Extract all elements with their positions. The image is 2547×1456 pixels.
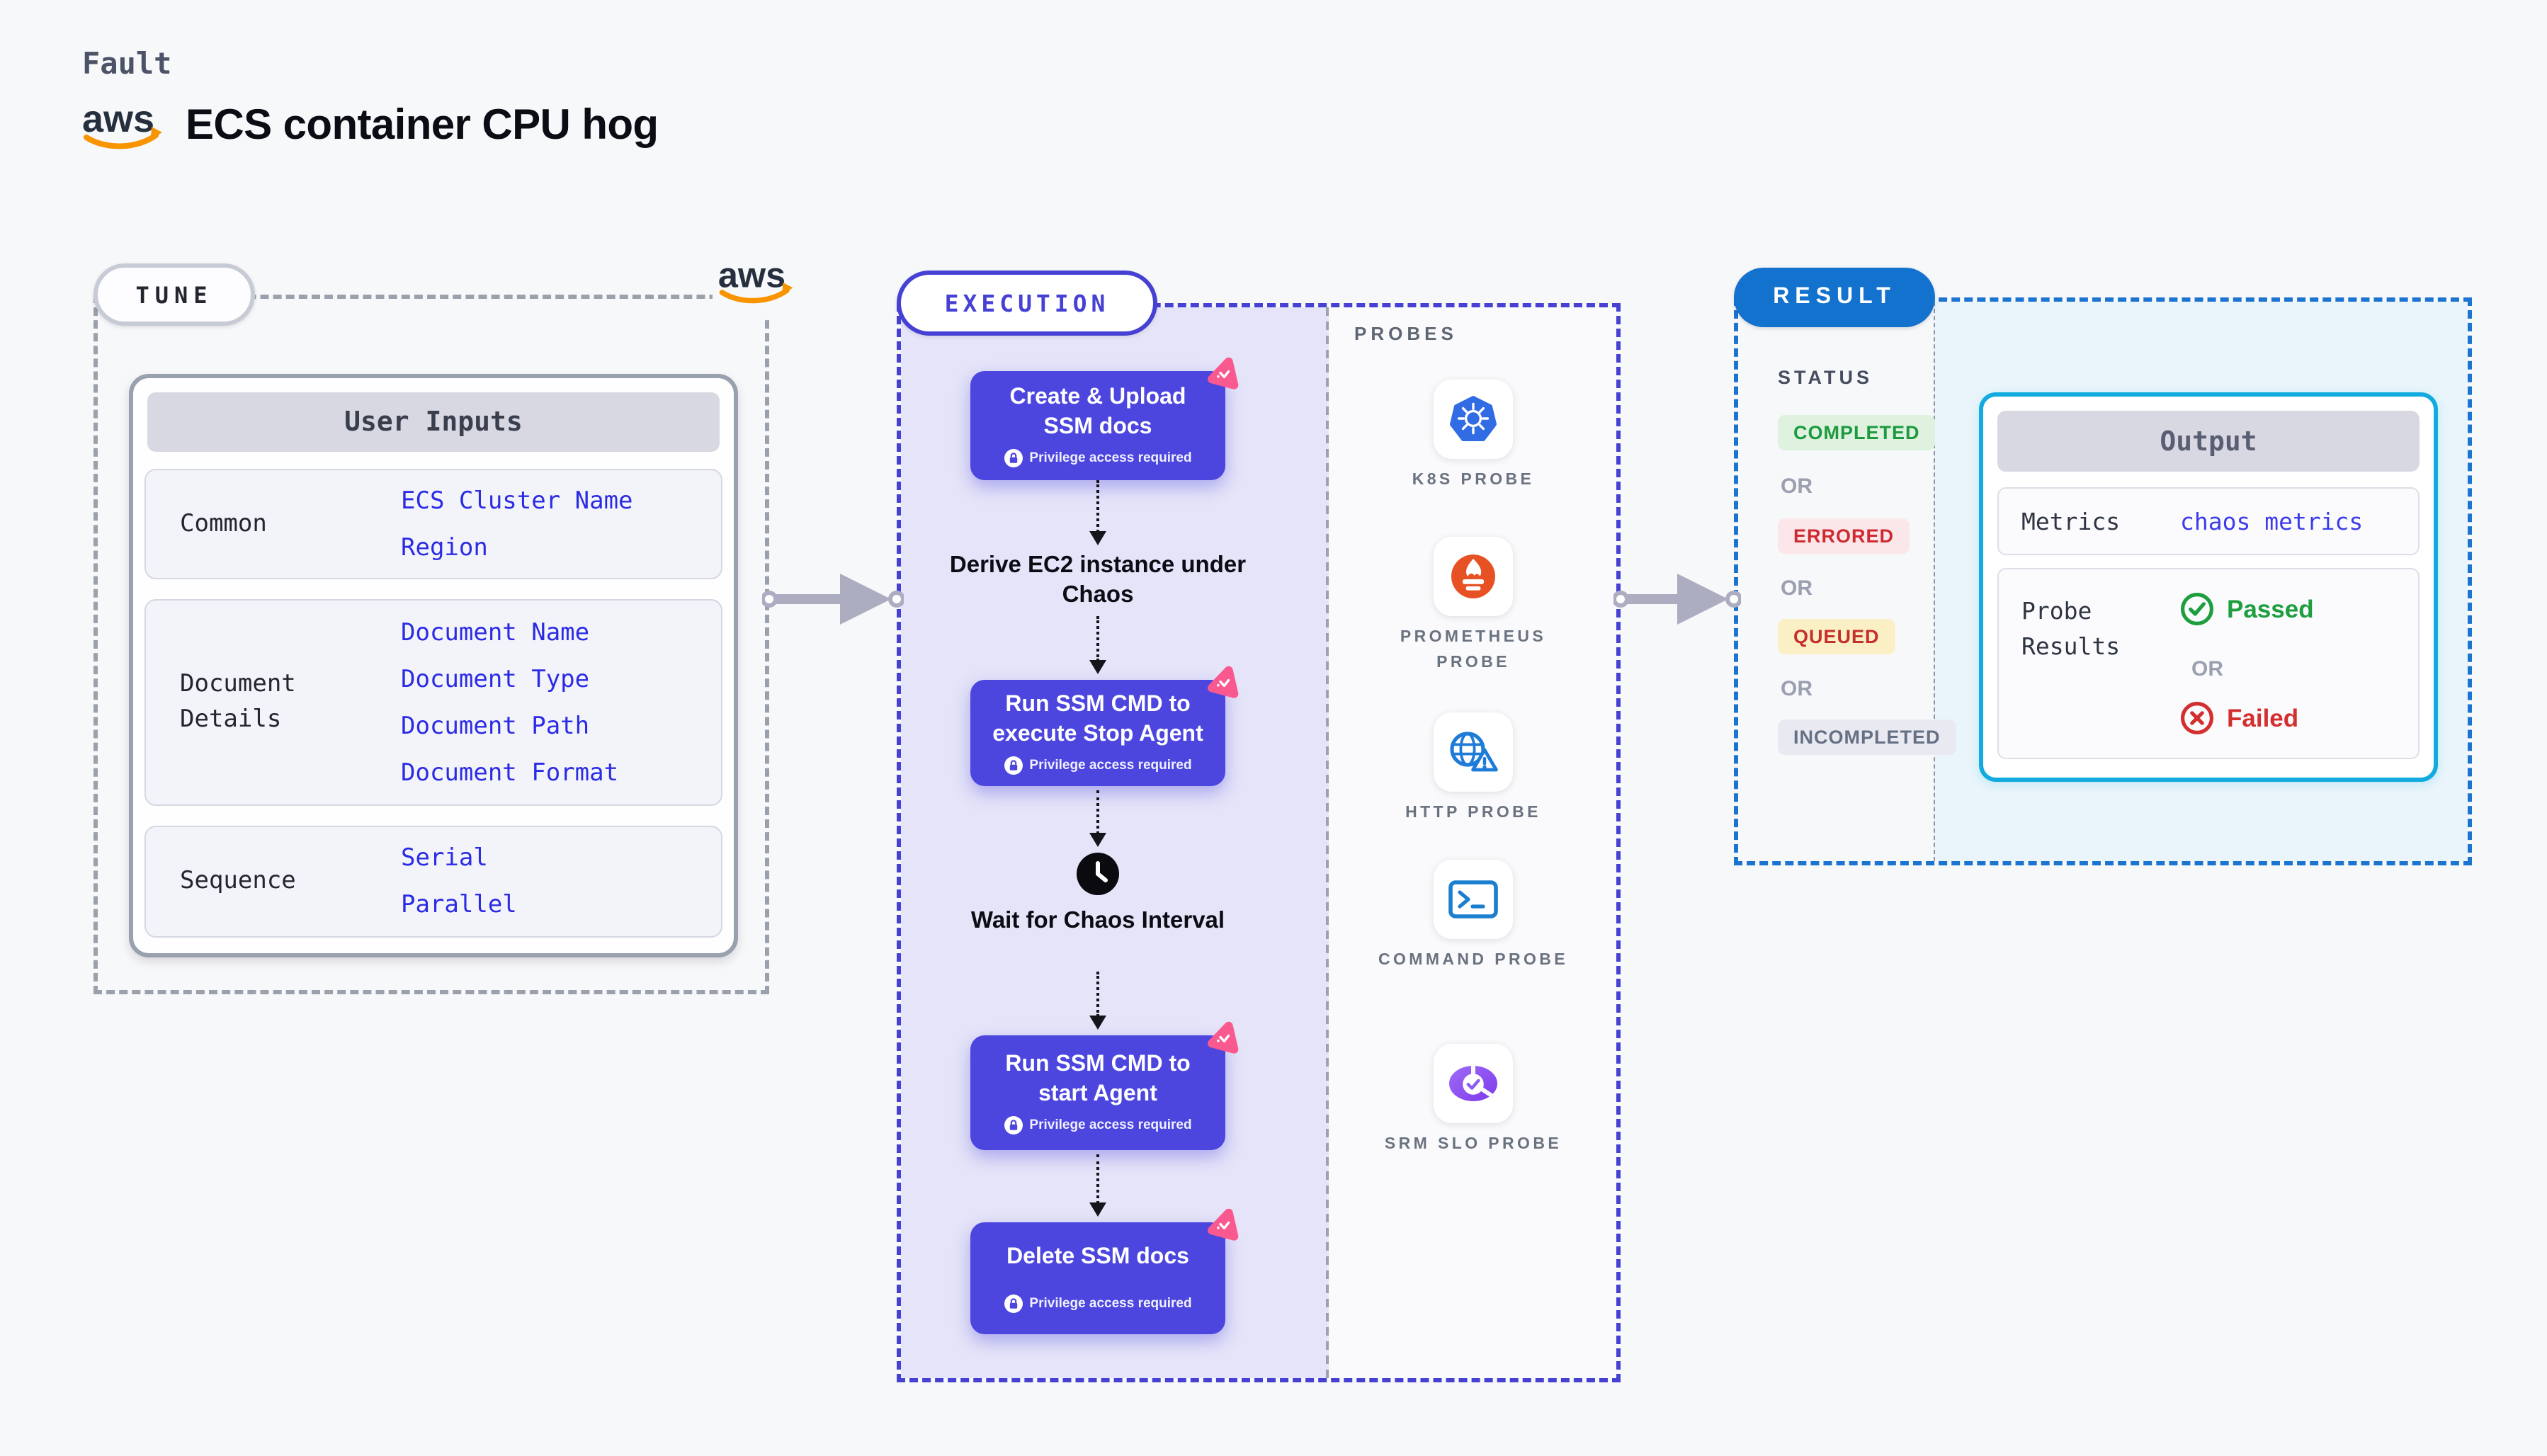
privilege-note: Privilege access required: [1004, 1294, 1192, 1313]
x-circle-icon: [2181, 702, 2213, 734]
page-title: ECS container CPU hog: [186, 102, 659, 149]
chaos-icon: [1204, 1018, 1243, 1057]
step-title: Run SSM CMD to execute Stop Agent: [992, 693, 1203, 746]
probe-http: HTTP PROBE: [1374, 712, 1572, 827]
probe-srm-slo: SRM SLO PROBE: [1374, 1044, 1572, 1159]
probe-k8s: K8S PROBE: [1374, 380, 1572, 494]
probe-result-failed: Failed: [2180, 701, 2298, 735]
metrics-row: Metrics chaos metrics: [1997, 487, 2420, 555]
probe-results-label: Probe Results: [2021, 598, 2121, 660]
result-badge: RESULT: [1734, 268, 1935, 327]
prometheus-icon: [1434, 537, 1513, 616]
status-badge-incompleted: INCOMPLETED: [1778, 720, 1956, 755]
step-create-upload-ssm-docs: Create & Upload SSM docs Privilege acces…: [970, 371, 1225, 480]
step-title: Create & Upload SSM docs: [1009, 385, 1186, 438]
execution-flow-column: Create & Upload SSM docs Privilege acces…: [901, 307, 1329, 1378]
or-separator: OR: [1781, 474, 1813, 499]
privilege-note: Privilege access required: [1004, 448, 1192, 467]
lock-icon: [1004, 448, 1023, 467]
step-wait-chaos-label: Wait for Chaos Interval: [970, 908, 1225, 933]
row-label: Sequence: [180, 867, 296, 896]
user-inputs-table: User Inputs Common ECS Cluster Name Regi…: [129, 374, 738, 957]
probe-command: COMMAND PROBE: [1374, 860, 1572, 974]
tune-to-execution-arrow: [762, 574, 904, 625]
user-inputs-header: User Inputs: [147, 392, 720, 452]
chaos-icon: [1204, 1205, 1243, 1244]
input-value: Region: [401, 533, 488, 562]
input-value: Parallel: [401, 891, 517, 919]
privilege-note: Privilege access required: [1004, 1115, 1192, 1134]
input-value: Document Type: [401, 665, 590, 693]
lock-icon: [1004, 1115, 1023, 1134]
aws-icon: [713, 255, 800, 316]
probe-label: PROMETHEUS PROBE: [1400, 629, 1547, 671]
output-card: Output Metrics chaos metrics Probe Resul…: [1979, 392, 2438, 782]
slo-gauge-icon: [1434, 1044, 1513, 1123]
page-header: ECS container CPU hog: [81, 99, 659, 153]
probe-label: K8S PROBE: [1412, 472, 1535, 489]
step-run-ssm-stop-agent: Run SSM CMD to execute Stop Agent Privil…: [970, 680, 1225, 786]
terminal-icon: [1434, 860, 1513, 939]
step-delete-ssm-docs: Delete SSM docs Privilege access require…: [970, 1222, 1225, 1334]
kubernetes-icon: [1434, 380, 1513, 459]
execution-badge: EXECUTION: [897, 271, 1157, 336]
chaos-icon: [1204, 354, 1243, 393]
step-derive-ec2-label: Derive EC2 instance under Chaos: [949, 552, 1247, 608]
lock-icon: [1004, 756, 1023, 775]
input-value: Document Format: [401, 758, 619, 787]
row-label: Common: [180, 509, 267, 538]
table-row-document-details: Document Details Document Name Document …: [144, 599, 722, 806]
status-badge-errored: ERRORED: [1778, 518, 1910, 554]
probe-results-row: Probe Results Passed OR Failed: [1997, 568, 2420, 759]
execution-section: EXECUTION Create & Upload SSM docs Privi…: [897, 271, 1621, 1382]
output-header: Output: [1997, 411, 2420, 472]
lock-icon: [1004, 1294, 1023, 1313]
input-value: Document Name: [401, 618, 590, 647]
metrics-label: Metrics: [2021, 508, 2121, 535]
input-value: Document Path: [401, 712, 590, 740]
privilege-note: Privilege access required: [1004, 756, 1192, 775]
probe-label: SRM SLO PROBE: [1384, 1136, 1562, 1153]
table-row-common: Common ECS Cluster Name Region: [144, 469, 722, 579]
chaos-icon: [1204, 663, 1243, 702]
check-circle-icon: [2181, 593, 2213, 625]
clock-icon: [1075, 851, 1121, 897]
status-badge-queued: QUEUED: [1778, 619, 1895, 654]
status-heading: STATUS: [1778, 367, 1873, 388]
aws-logo-icon: [81, 99, 166, 153]
table-row-sequence: Sequence Serial Parallel: [144, 826, 722, 938]
or-separator: OR: [1781, 677, 1813, 701]
step-title: Run SSM CMD to start Agent: [1005, 1052, 1191, 1105]
tune-section: TUNE User Inputs Common ECS Cluster Name…: [93, 295, 800, 994]
result-section: RESULT STATUS COMPLETED OR ERRORED OR QU…: [1734, 268, 2472, 865]
probe-label: COMMAND PROBE: [1378, 952, 1568, 969]
probe-label: HTTP PROBE: [1405, 804, 1541, 821]
step-title: Delete SSM docs: [1006, 1245, 1189, 1270]
probes-heading: PROBES: [1354, 323, 1458, 344]
input-value: Serial: [401, 844, 488, 872]
status-badge-completed: COMPLETED: [1778, 415, 1936, 450]
probe-result-passed: Passed: [2180, 592, 2314, 626]
tune-badge: TUNE: [93, 263, 255, 326]
metrics-value: chaos metrics: [2180, 508, 2364, 535]
input-value: ECS Cluster Name: [401, 487, 633, 515]
probe-prometheus: PROMETHEUS PROBE: [1374, 537, 1572, 676]
or-separator: OR: [1781, 576, 1813, 601]
probes-column: PROBES K8S PROBE: [1329, 307, 1616, 1378]
or-separator: OR: [2191, 657, 2223, 681]
step-run-ssm-start-agent: Run SSM CMD to start Agent Privilege acc…: [970, 1035, 1225, 1150]
globe-warning-icon: [1434, 712, 1513, 792]
fault-kicker: Fault: [82, 47, 172, 81]
row-label: Document Details: [180, 670, 296, 734]
execution-to-result-arrow: [1613, 574, 1741, 625]
